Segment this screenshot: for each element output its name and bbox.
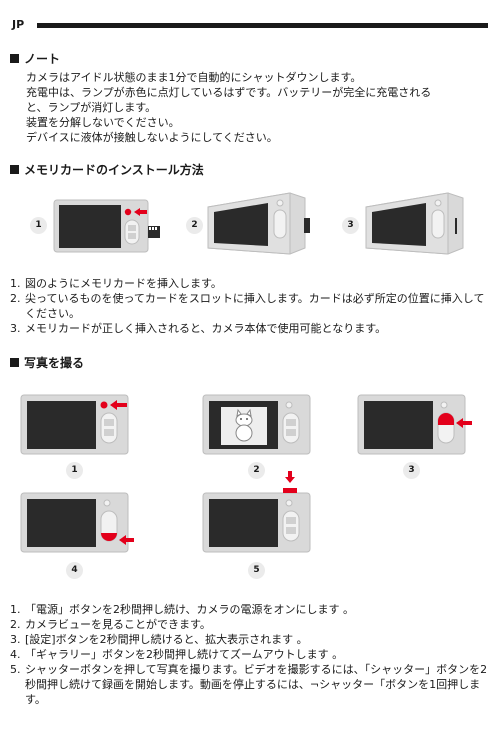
list-item: 3.メモリカードが正しく挿入されると、カメラ本体で使用可能となります。 (10, 322, 387, 335)
note-title: ノート (24, 52, 61, 66)
figure-number-badge: 5 (248, 562, 265, 579)
list-item: 4.「ギャラリー」ボタンを2秒間押し続けてズームアウトします 。 (10, 648, 344, 661)
note-heading: ノート (10, 52, 60, 66)
memory-title: メモリカードのインストール方法 (24, 163, 204, 177)
list-item: 2.尖っているものを使ってカードをスロットに挿入します。カードは必ず所定の位置に… (10, 292, 485, 320)
note-line: カメラはアイドル状態のまま1分で自動的にシャットダウンします。 (26, 71, 362, 84)
figure-number-badge: 2 (248, 462, 265, 479)
bullet-square-icon (10, 358, 19, 367)
camera-angled-illustration (207, 192, 310, 255)
note-line: 装置を分解しないでください。 (26, 116, 180, 129)
camera-angled-illustration (365, 192, 464, 255)
camera-shutter-illustration (202, 471, 311, 553)
page-header: JP (12, 19, 488, 31)
figure-number-badge: 3 (342, 217, 359, 234)
camera-settings-illustration (357, 394, 472, 455)
photo-heading: 写真を撮る (10, 356, 84, 370)
camera-power-illustration (20, 394, 129, 455)
camera-view-illustration (202, 394, 311, 455)
memory-heading: メモリカードのインストール方法 (10, 163, 204, 177)
note-line: 充電中は、ランプが赤色に点灯しているはずです。バッテリーが完全に充電される (26, 86, 432, 99)
photo-steps: 1.「電源」ボタンを2秒間押し続け、カメラの電源をオンにします 。 2.カメラビ… (10, 602, 494, 707)
memory-steps: 1.図のようにメモリカードを挿入します。 2.尖っているものを使ってカードをスロ… (10, 276, 494, 336)
figure-number-badge: 4 (66, 562, 83, 579)
header-rule (37, 23, 488, 28)
language-label: JP (12, 18, 25, 31)
camera-gallery-illustration (20, 492, 134, 553)
note-body: カメラはアイドル状態のまま1分で自動的にシャットダウンします。 充電中は、ランプ… (26, 70, 496, 145)
figure-number-badge: 3 (403, 462, 420, 479)
figure-number-badge: 1 (30, 217, 47, 234)
list-item: 3.[設定]ボタンを2秒間押し続けると、拡大表示されます 。 (10, 633, 308, 646)
note-line: デバイスに液体が接触しないようにしてください。 (26, 131, 278, 144)
bullet-square-icon (10, 165, 19, 174)
figure-number-badge: 1 (66, 462, 83, 479)
list-item: 1.「電源」ボタンを2秒間押し続け、カメラの電源をオンにします 。 (10, 603, 354, 616)
list-item: 1.図のようにメモリカードを挿入します。 (10, 277, 222, 290)
list-item: 2.カメラビューを見ることができます。 (10, 618, 211, 631)
bullet-square-icon (10, 54, 19, 63)
figure-number-badge: 2 (186, 217, 203, 234)
photo-title: 写真を撮る (24, 356, 85, 370)
list-item: 5.シャッターボタンを押して写真を撮ります。ビデオを撮影するには、「シャッター」… (10, 663, 488, 706)
note-line: と、ランプが消灯します。 (26, 101, 157, 114)
camera-front-illustration (53, 199, 160, 253)
